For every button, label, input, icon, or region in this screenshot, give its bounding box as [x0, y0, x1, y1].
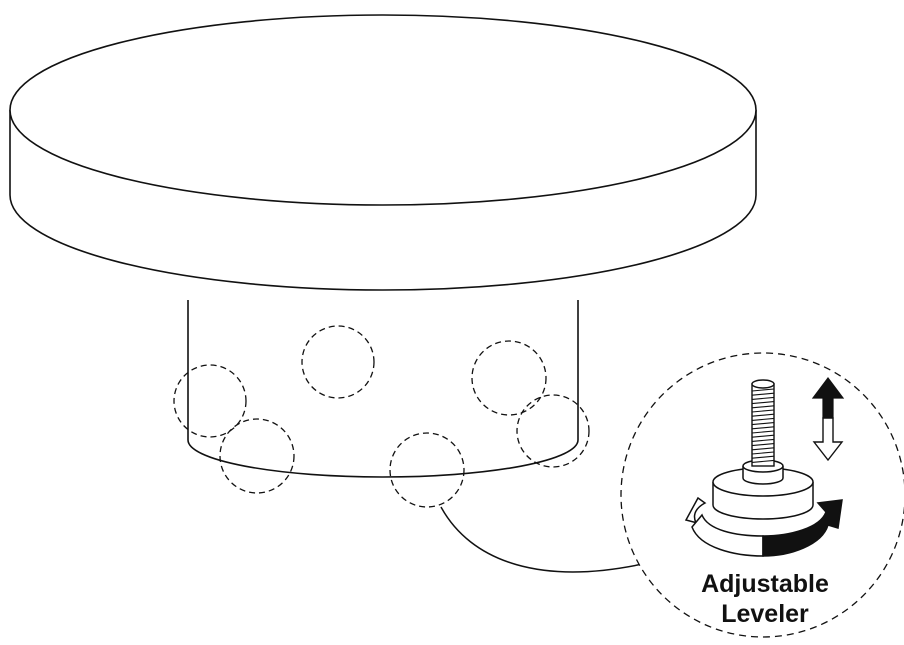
leveler-position-marker: [516, 394, 590, 468]
leveler-positions: [173, 325, 590, 508]
tabletop: [9, 14, 757, 291]
leveler-position-marker: [301, 325, 375, 399]
leveler-position-marker: [389, 432, 465, 508]
callout-label-line2: Leveler: [721, 600, 809, 628]
pedestal-base: [187, 300, 579, 478]
leveler-position-marker: [471, 340, 547, 416]
leveler-foot-icon: [684, 377, 845, 557]
up-down-arrow-icon: [811, 377, 845, 462]
callout-label-line1: Adjustable: [701, 570, 829, 598]
leveler-position-marker: [219, 418, 295, 494]
leveler-position-marker: [173, 364, 247, 438]
